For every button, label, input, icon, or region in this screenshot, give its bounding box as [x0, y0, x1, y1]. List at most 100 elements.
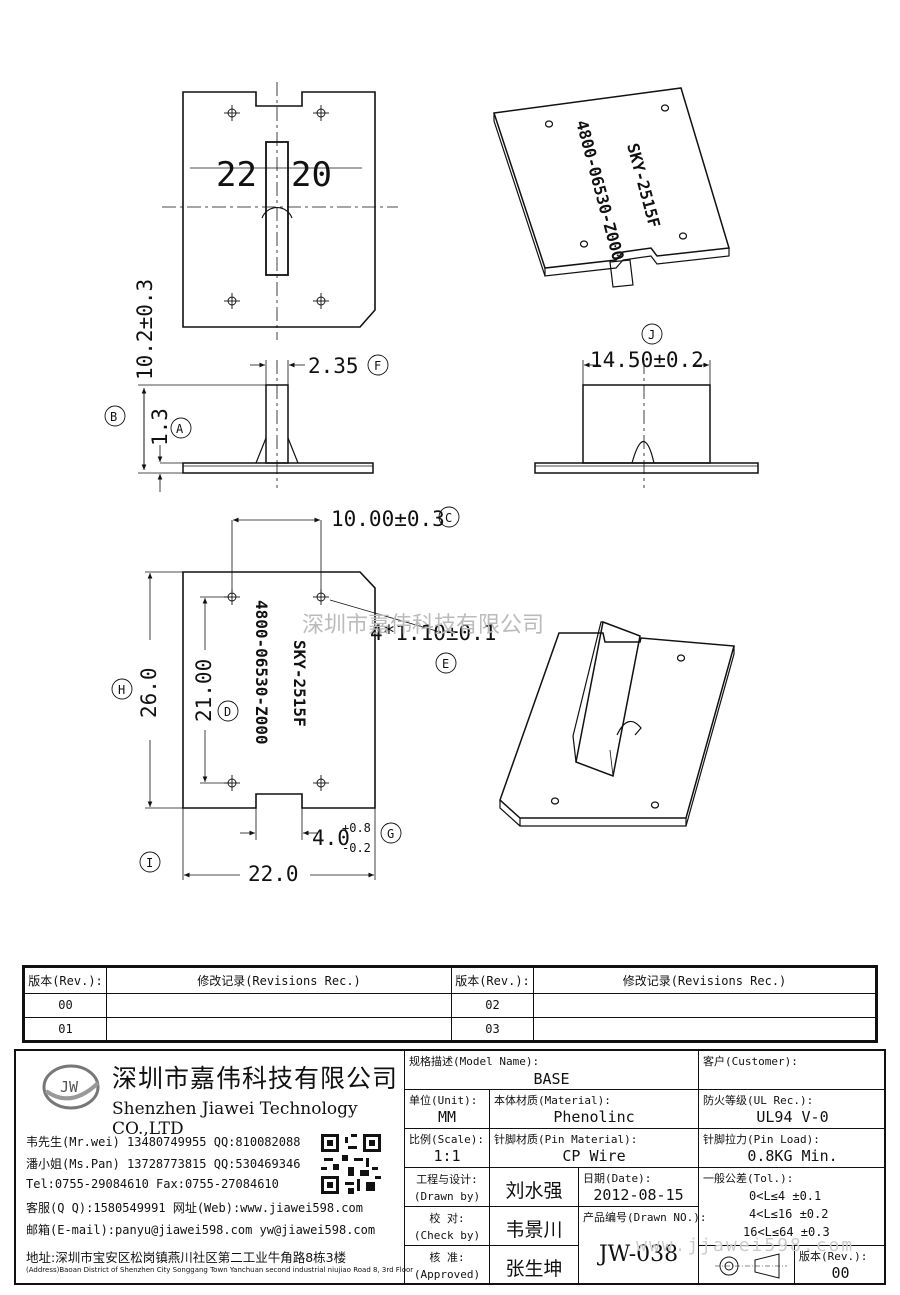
rev-cell: 03: [451, 1016, 534, 1041]
rev-cell: 00: [24, 993, 107, 1018]
model-label: 规格描述(Model Name):: [409, 1055, 540, 1068]
contact-line-4: 客服(Q Q):1580549991 网址(Web):www.jiawei598…: [26, 1201, 363, 1215]
technical-drawing: 22 20 4800-06530-Z000 SKY-2515F 10.2±0.3…: [104, 82, 759, 886]
rev-label: 版本(Rev.):: [799, 1250, 868, 1263]
pin-load-cell: 针脚拉力(Pin Load): 0.8KG Min.: [698, 1128, 886, 1167]
tag-e: E: [442, 657, 449, 671]
contact-line-3: Tel:0755-29084610 Fax:0755-27084610: [26, 1177, 279, 1191]
tag-d: D: [224, 705, 231, 719]
tag-i: I: [146, 856, 153, 870]
approved-value: 张生坤: [505, 1258, 563, 1280]
scale-value: 1:1: [433, 1147, 461, 1165]
rec-cell: [533, 993, 876, 1018]
contact-line-1: 韦先生(Mr.wei) 13480749955 QQ:810082088: [26, 1135, 301, 1149]
company-logo: JW: [42, 1064, 100, 1110]
iso-top-marking-1: 4800-06530-Z000: [572, 118, 628, 262]
rec-cell: [106, 1016, 452, 1041]
rev-value: 00: [831, 1264, 850, 1282]
ul-label: 防火等级(UL Rec.):: [703, 1094, 814, 1107]
model-cell: 规格描述(Model Name): BASE: [404, 1050, 698, 1089]
contact-line-5: 邮箱(E-mail):panyu@jiawei598.com yw@jiawei…: [26, 1223, 376, 1237]
rec-header-b: 修改记录(Revisions Rec.): [533, 967, 876, 994]
bottom-dim-height: 26.0: [137, 667, 161, 718]
bottom-dim-slot-tol-up: +0.8: [342, 821, 371, 835]
check-value: 韦景川: [505, 1219, 563, 1241]
iso-view-bottom: [499, 620, 735, 827]
drawn-label-cn: 工程与设计:: [416, 1173, 478, 1186]
approved-value-cell: 张生坤: [489, 1245, 578, 1284]
check-value-cell: 韦景川: [489, 1206, 578, 1245]
drawing-no-cell: 产品编号(Drawn NO.): JW-038: [578, 1206, 706, 1284]
unit-label: 单位(Unit):: [409, 1094, 478, 1107]
front-view: [534, 323, 759, 488]
unit-cell: 单位(Unit): MM: [404, 1089, 489, 1128]
drawn-label-en: (Drawn by): [413, 1190, 481, 1203]
bottom-view: [111, 506, 460, 880]
drawn-label-cell: 工程与设计: (Drawn by): [404, 1167, 489, 1206]
unit-value: MM: [437, 1108, 457, 1126]
rev-header-b: 版本(Rev.):: [451, 967, 534, 994]
bottom-dim-slot-tol-down: -0.2: [342, 841, 371, 855]
tag-c: C: [445, 511, 452, 525]
company-panel: JW 深圳市嘉伟科技有限公司 Shenzhen Jiawei Technolog…: [16, 1051, 413, 1283]
date-cell: 日期(Date): 2012-08-15: [578, 1167, 698, 1206]
watermark-center: 深圳市嘉伟科技有限公司: [302, 613, 544, 638]
top-view-text-a: 22: [216, 155, 257, 195]
pin-load-label: 针脚拉力(Pin Load):: [703, 1133, 820, 1146]
projection-symbol-cell: [698, 1245, 794, 1284]
tolerance-line-1: 0<L≤4 ±0.1: [749, 1189, 822, 1203]
ul-value: UL94 V-0: [756, 1108, 829, 1126]
tolerance-line-3: 16<L≤64 ±0.3: [743, 1225, 830, 1239]
drawn-value-cell: 刘水强: [489, 1167, 578, 1206]
rec-cell: [533, 1016, 876, 1041]
tag-a: A: [176, 422, 184, 436]
bottom-marking-2: SKY-2515F: [290, 640, 309, 727]
rev-cell: 01: [24, 1016, 107, 1041]
logo-text: JW: [60, 1078, 79, 1096]
scale-cell: 比例(Scale): 1:1: [404, 1128, 489, 1167]
bottom-dim-width: 22.0: [248, 862, 299, 886]
bottom-dim-slot: 4.0: [312, 826, 350, 850]
address-cn: 地址:深圳市宝安区松岗镇燕川社区第二工业牛角路8栋3楼: [26, 1250, 347, 1265]
title-grid: 规格描述(Model Name): BASE 客户(Customer): 单位(…: [404, 1050, 886, 1284]
approved-label-cell: 核 准: (Approved): [404, 1245, 489, 1284]
iso-top-marking-2: SKY-2515F: [623, 141, 664, 230]
rec-cell: [106, 993, 452, 1018]
rev-cell: 版本(Rev.): 00: [794, 1245, 886, 1284]
ul-cell: 防火等级(UL Rec.): UL94 V-0: [698, 1089, 886, 1128]
bottom-dim-hole-span: 10.00±0.3: [331, 507, 445, 531]
company-name-cn: 深圳市嘉伟科技有限公司: [112, 1064, 399, 1093]
rev-cell: 02: [451, 993, 534, 1018]
contact-line-2: 潘小姐(Ms.Pan) 13728773815 QQ:530469346: [26, 1157, 301, 1171]
front-dim-width: 14.50±0.2: [590, 348, 704, 372]
material-cell: 本体材质(Material): Phenolinc: [489, 1089, 698, 1128]
bottom-dim-hole-pitch: 21.00: [192, 659, 216, 722]
tag-j: J: [648, 328, 655, 342]
check-label-cell: 校 对: (Check by): [404, 1206, 489, 1245]
tolerance-label: 一般公差(Tol.):: [703, 1172, 794, 1185]
side-view: [104, 354, 389, 492]
rec-header-a: 修改记录(Revisions Rec.): [106, 967, 452, 994]
drawing-no-label: 产品编号(Drawn NO.):: [583, 1211, 707, 1224]
watermark-bottom: www.jjawei598.com: [636, 1235, 855, 1256]
pin-material-label: 针脚材质(Pin Material):: [494, 1133, 638, 1146]
model-value: BASE: [533, 1070, 570, 1088]
drawn-value: 刘水强: [505, 1180, 563, 1202]
check-label-en: (Check by): [413, 1229, 481, 1242]
bottom-dim-pin-size: 4*1.10±0.1: [370, 621, 496, 645]
company-name-en: Shenzhen Jiawei Technology CO.,LTD: [112, 1099, 358, 1139]
tag-b: B: [110, 410, 117, 424]
tag-h: H: [118, 683, 125, 697]
tag-f: F: [374, 359, 381, 373]
revisions-table: 版本(Rev.): 修改记录(Revisions Rec.) 版本(Rev.):…: [22, 965, 878, 1043]
pin-material-cell: 针脚材质(Pin Material): CP Wire: [489, 1128, 698, 1167]
pin-material-value: CP Wire: [562, 1147, 626, 1165]
date-label: 日期(Date):: [583, 1172, 652, 1185]
side-dim-base: 1.3: [148, 408, 172, 446]
bottom-marking-1: 4800-06530-Z000: [252, 600, 271, 745]
approved-label-en: (Approved): [413, 1268, 481, 1281]
customer-label: 客户(Customer):: [703, 1055, 798, 1068]
scale-label: 比例(Scale):: [409, 1133, 484, 1146]
material-label: 本体材质(Material):: [494, 1094, 611, 1107]
